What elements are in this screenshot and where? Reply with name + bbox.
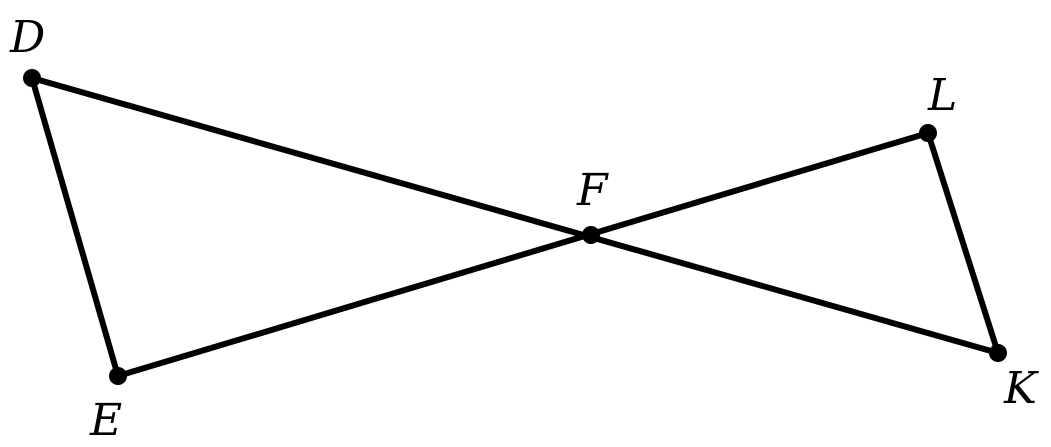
point-label-f: F (576, 165, 609, 216)
labels-layer: D E F L K (9, 12, 1039, 446)
points-layer (23, 69, 1007, 385)
point-e (109, 367, 127, 385)
segment-dk (29, 75, 1001, 356)
point-label-e: E (89, 395, 122, 446)
segment-el (115, 130, 931, 379)
segment-lk (925, 130, 1001, 356)
point-label-l: L (927, 70, 957, 121)
point-label-k: K (1003, 363, 1039, 414)
point-label-d: D (9, 12, 45, 63)
segment-de (29, 75, 121, 379)
point-d (23, 69, 41, 87)
point-f (582, 226, 600, 244)
segments-layer (29, 75, 1001, 379)
point-l (919, 124, 937, 142)
point-k (989, 344, 1007, 362)
